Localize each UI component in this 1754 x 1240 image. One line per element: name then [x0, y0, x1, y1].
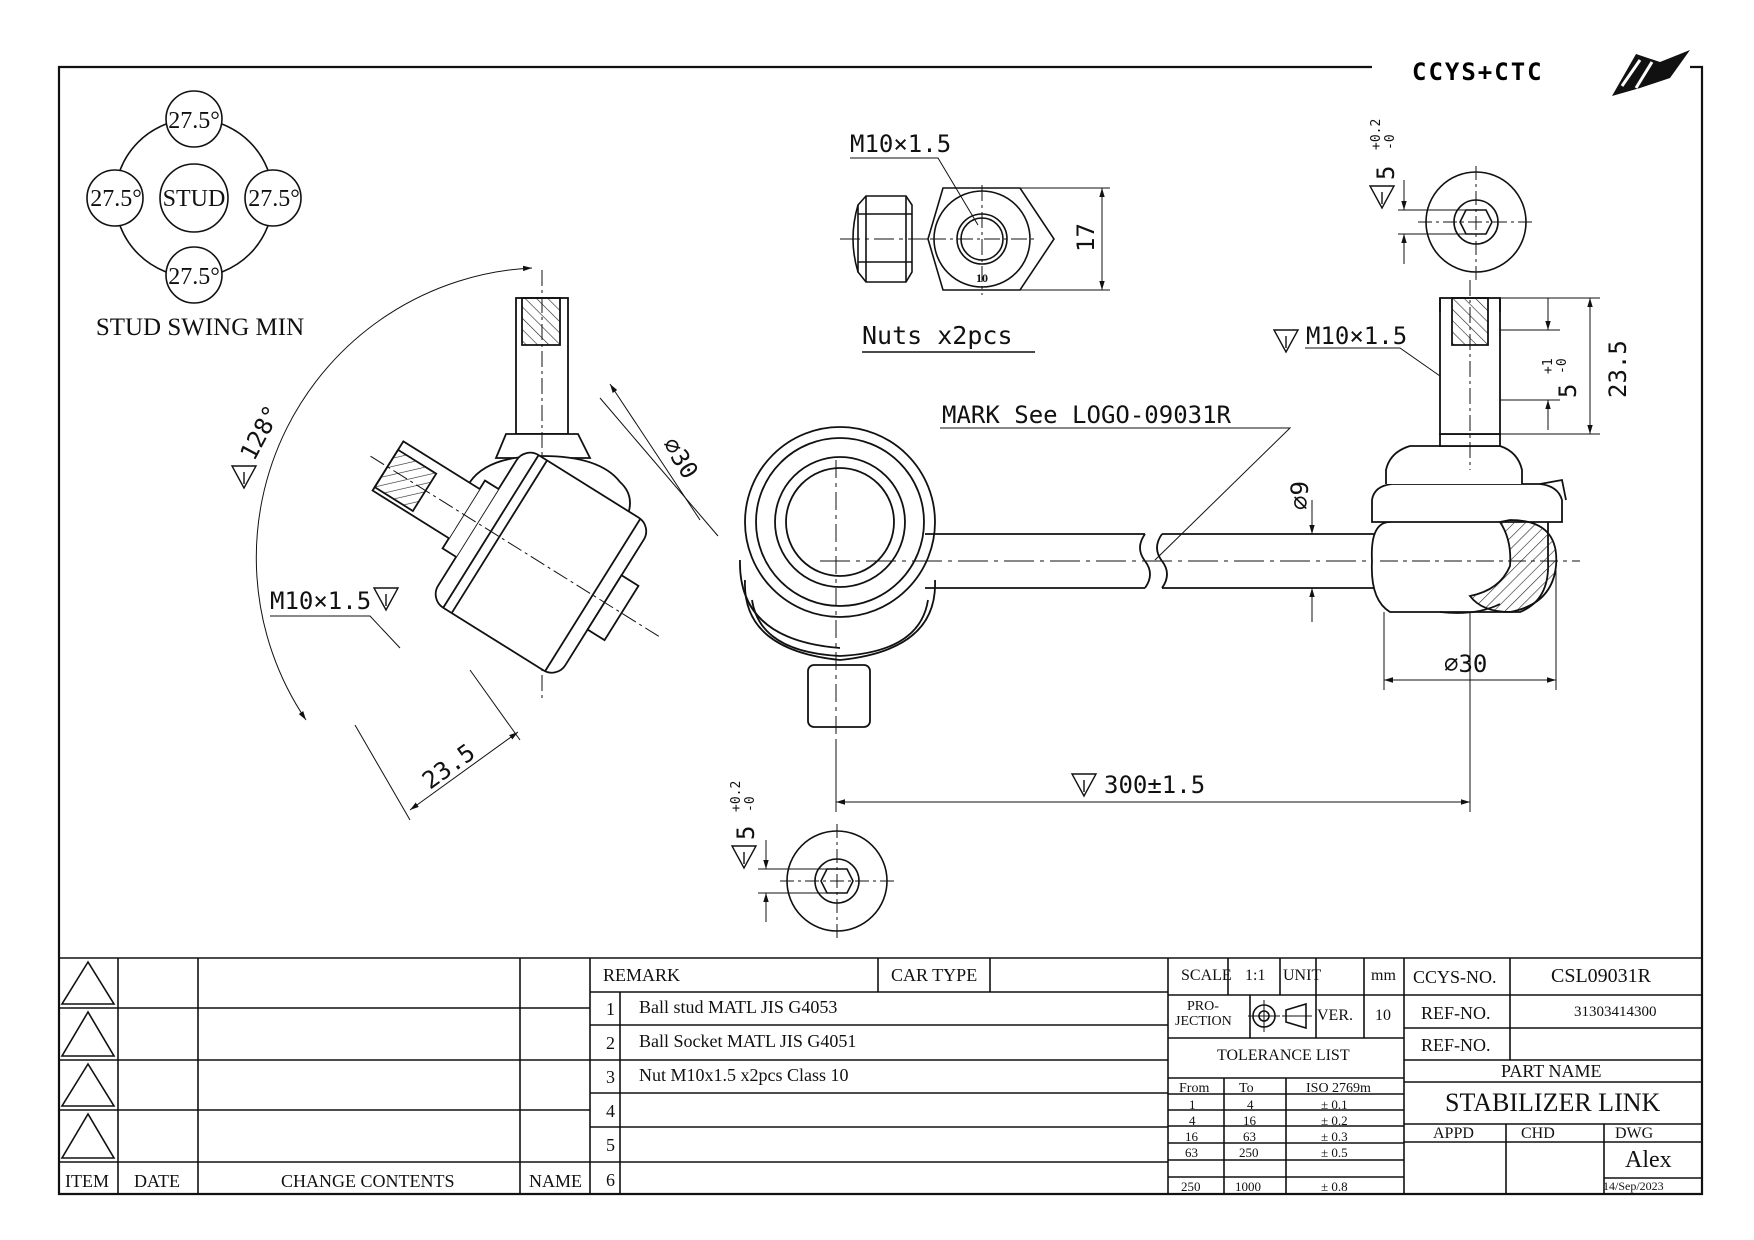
tolerance-to: 250: [1239, 1145, 1259, 1160]
remark-header: REMARK: [603, 965, 681, 985]
swing-angle-bottom: 27.5°: [168, 264, 220, 290]
ccys-label: CCYS-NO.: [1413, 967, 1497, 987]
unit-label: UNIT: [1283, 967, 1322, 984]
ref-label: REF-NO.: [1421, 1003, 1491, 1023]
left-stud-swung: [230, 265, 719, 821]
top-hole-tol-lower: -0: [1383, 134, 1398, 150]
remark-no: 2: [606, 1033, 615, 1053]
part-name: STABILIZER LINK: [1445, 1088, 1661, 1117]
tolerance-to: 16: [1243, 1113, 1256, 1128]
right-ball-joint: [1272, 280, 1600, 690]
title-block: ITEM DATE CHANGE CONTENTS NAME REMARK CA…: [59, 958, 1702, 1194]
top-hole-dim: 5: [1372, 166, 1400, 180]
left-ball-joint: [739, 426, 936, 740]
sheet-border: [57, 65, 1704, 1196]
top-hole-tol-upper: +0.2: [1369, 119, 1384, 150]
nut-class-label: 10: [976, 271, 988, 285]
remark-text: Ball Socket MATL JIS G4051: [639, 1031, 857, 1051]
tolerance-value: ± 0.3: [1321, 1129, 1348, 1144]
ref-number: 31303414300: [1574, 1004, 1657, 1020]
rev-header-change: CHANGE CONTENTS: [281, 1171, 455, 1191]
remark-no: 5: [606, 1135, 615, 1155]
left-ball-diameter: ⌀30: [657, 432, 704, 484]
center-distance-label: 300±1.5: [1104, 771, 1205, 799]
projection-label: PRO-: [1187, 999, 1219, 1014]
right-length-label: 23.5: [1604, 340, 1632, 398]
nut-front-view: [850, 157, 1110, 295]
top-hole-view: [1368, 166, 1534, 280]
tolerance-from: 63: [1185, 1145, 1198, 1160]
right-hole-tol-lower: -0: [1555, 358, 1570, 374]
bottom-hole-dim: 5: [732, 826, 760, 840]
rev-header-item: ITEM: [65, 1171, 109, 1191]
right-hole-dim: 5: [1554, 384, 1582, 398]
tolerance-value: ± 0.8: [1321, 1179, 1348, 1194]
mark-note: MARK See LOGO-09031R: [942, 401, 1232, 429]
tolerance-from: 16: [1185, 1129, 1198, 1144]
tolerance-value: ± 0.1: [1321, 1097, 1348, 1112]
remark-no: 6: [606, 1170, 615, 1190]
tolerance-header: ISO 2769m: [1306, 1081, 1371, 1096]
tolerance-from: 4: [1189, 1113, 1196, 1128]
ref-label: REF-NO.: [1421, 1035, 1491, 1055]
remark-no: 4: [606, 1101, 615, 1121]
rev-header-name: NAME: [529, 1171, 582, 1191]
tolerance-from: 250: [1181, 1179, 1201, 1194]
left-thread-label: M10×1.5: [270, 587, 371, 615]
tolerance-value: ± 0.2: [1321, 1113, 1348, 1128]
ver-value: 10: [1375, 1007, 1391, 1024]
drawing-date: 14/Sep/2023: [1603, 1179, 1664, 1193]
remark-text: Nut M10x1.5 x2pcs Class 10: [639, 1065, 849, 1085]
nut-size-label: 17: [1072, 223, 1100, 252]
center-distance-dim: [835, 612, 1471, 812]
appd-label: APPD: [1433, 1125, 1474, 1142]
right-ball-diameter: ⌀30: [1444, 650, 1487, 678]
scale-label: SCALE: [1181, 967, 1232, 984]
bottom-hole-tol-upper: +0.2: [729, 781, 744, 812]
tolerance-header: To: [1239, 1081, 1254, 1096]
nuts-quantity-label: Nuts x2pcs: [862, 321, 1013, 350]
title-block-grid: [59, 957, 1702, 1194]
car-type-label: CAR TYPE: [891, 965, 978, 985]
svg-text:CCYS+CTC: CCYS+CTC: [1412, 58, 1544, 86]
swing-angle-label: 128°: [235, 401, 287, 465]
remark-text: Ball stud MATL JIS G4053: [639, 997, 838, 1017]
swing-angle-right: 27.5°: [248, 186, 300, 212]
right-thread-label: M10×1.5: [1306, 322, 1407, 350]
stud-swing-diagram: [86, 90, 302, 304]
dwg-value: Alex: [1625, 1147, 1672, 1173]
rev-header-date: DATE: [134, 1171, 180, 1191]
link-bar: [820, 500, 1540, 622]
ccys-number: CSL09031R: [1551, 965, 1652, 987]
right-hole-tol-upper: +1: [1541, 358, 1556, 374]
nut-thread-label: M10×1.5: [850, 130, 951, 158]
bottom-hole-tol-lower: -0: [743, 796, 758, 812]
bar-diameter-label: ⌀9: [1286, 481, 1314, 510]
tolerance-value: ± 0.5: [1321, 1145, 1348, 1160]
ver-label: VER.: [1317, 1007, 1353, 1024]
swing-angle-top: 27.5°: [168, 108, 220, 134]
nut-side-view: [840, 195, 930, 283]
remark-no: 1: [606, 999, 615, 1019]
bottom-hole-view: [730, 824, 896, 938]
scale-value: 1:1: [1245, 967, 1266, 984]
company-logo: CCYS+CTC: [1412, 50, 1690, 96]
swing-center-label: STUD: [163, 186, 226, 212]
tolerance-to: 1000: [1235, 1179, 1261, 1194]
tolerance-from: 1: [1189, 1097, 1196, 1112]
tolerance-to: 63: [1243, 1129, 1256, 1144]
chd-label: CHD: [1521, 1125, 1555, 1142]
part-name-label: PART NAME: [1501, 1061, 1602, 1081]
tolerance-title: TOLERANCE LIST: [1217, 1047, 1350, 1064]
tolerance-to: 4: [1247, 1097, 1254, 1112]
remark-no: 3: [606, 1067, 615, 1087]
unit-value: mm: [1371, 967, 1396, 984]
swing-caption: STUD SWING MIN: [96, 314, 304, 341]
tolerance-header: From: [1179, 1081, 1210, 1096]
left-length-label: 23.5: [417, 738, 480, 795]
dwg-label: DWG: [1615, 1125, 1654, 1142]
projection-label: JECTION: [1175, 1014, 1232, 1029]
swing-angle-left: 27.5°: [90, 186, 142, 212]
